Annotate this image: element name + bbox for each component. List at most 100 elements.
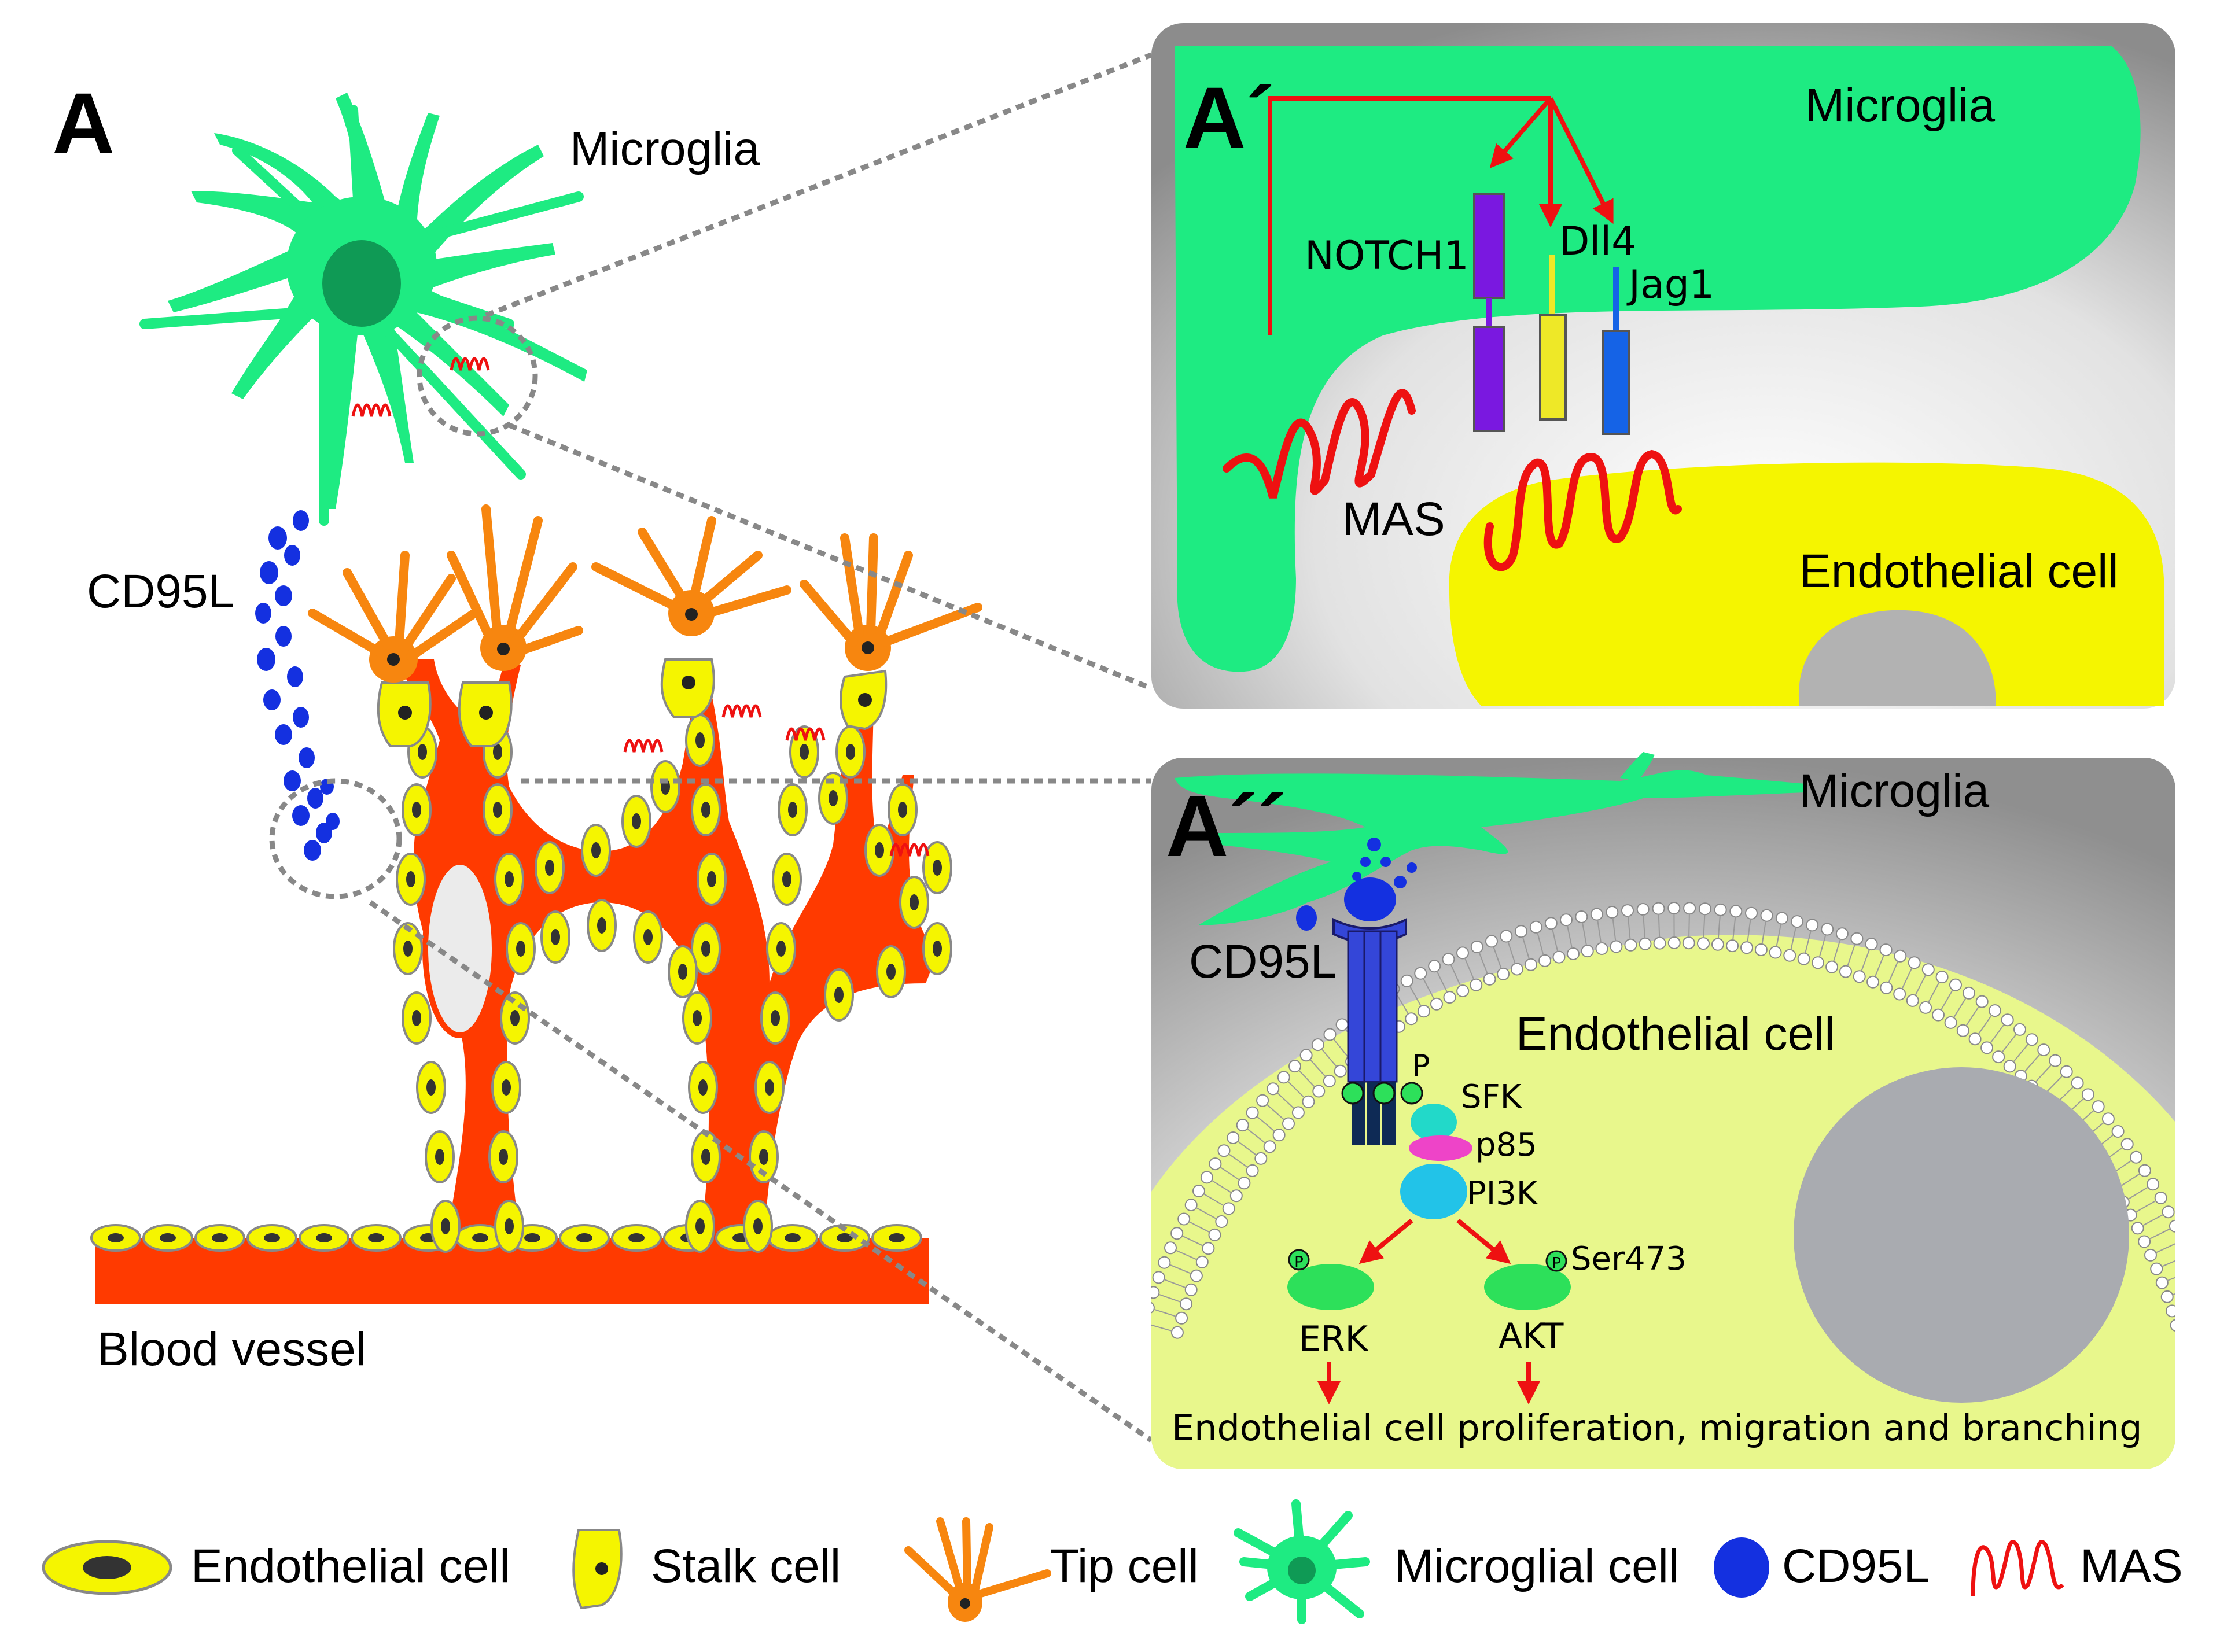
endothelial-nucleus: [701, 941, 710, 957]
lipid-tail: [1946, 989, 1953, 1001]
lipid-tail: [2182, 1321, 2193, 1324]
endothelial-nucleus: [753, 1218, 763, 1234]
lipid-tail: [2172, 1256, 2175, 1263]
lipid-tail: [1597, 920, 1600, 932]
lipid-head: [1667, 902, 1681, 915]
lipid-tail: [1984, 1015, 1993, 1026]
lipid-head: [1277, 1071, 1290, 1084]
lipid-tail: [1874, 965, 1880, 977]
mas-receptors-large: [1223, 389, 1682, 571]
lipid-head: [1217, 1144, 1231, 1157]
endothelial-nucleus: [499, 1149, 508, 1165]
lipid-tail: [2104, 1134, 2114, 1143]
lipid-head: [1184, 1283, 1198, 1296]
lipid-head: [2162, 1205, 2175, 1219]
lipid-tail: [1468, 968, 1475, 980]
lipid-head: [1894, 949, 1907, 963]
lipid-head: [1208, 1228, 1221, 1241]
microglia-cell: [139, 93, 587, 526]
endothelial-cells: [90, 714, 952, 1253]
lipid-tail: [2043, 1064, 2052, 1074]
lipid-head: [1839, 965, 1852, 978]
akt-label: AKT: [1499, 1316, 1564, 1356]
legend-item-mas: MAS: [1971, 1540, 2183, 1597]
lipid-head: [1151, 1301, 1155, 1314]
lipid-tail: [1186, 1254, 1198, 1260]
lipid-tail: [1169, 1264, 1181, 1270]
lipid-tail: [2155, 1247, 2167, 1253]
lipid-tail: [2053, 1075, 2063, 1085]
lipid-tail: [1836, 939, 1841, 951]
legend-item-cd95l: CD95L: [1714, 1537, 1930, 1598]
lipid-tail: [1265, 1123, 1275, 1132]
endothelial-nucleus: [846, 744, 855, 760]
endothelial-nucleus: [510, 1010, 520, 1026]
lipid-tail: [1865, 949, 1871, 961]
lipid-tail: [2178, 1272, 2189, 1276]
endothelial-nucleus: [524, 1233, 540, 1242]
lipid-head: [1229, 1189, 1243, 1203]
endothelial-nucleus: [707, 871, 716, 887]
endothelial-nucleus: [516, 941, 525, 957]
lipid-tail: [1158, 1293, 1170, 1299]
blood-vessel-label: Blood vessel: [97, 1323, 366, 1376]
lipid-head: [1400, 974, 1413, 987]
lipid-head: [1323, 1074, 1336, 1087]
phospho-p-label: P: [1412, 1049, 1430, 1083]
lipid-head: [2194, 1279, 2206, 1290]
lipid-head: [1202, 1242, 1215, 1255]
lipid-head: [1195, 1255, 1209, 1269]
lipid-head: [1754, 943, 1768, 956]
lipid-head: [1215, 1215, 1228, 1228]
panel-a-double-microglia-label: Microglia: [1799, 765, 1989, 817]
mas-icon: [1971, 1540, 2064, 1597]
endothelial-nucleus: [788, 802, 797, 818]
lipid-head: [1667, 936, 1681, 949]
lipid-head: [1581, 945, 1594, 958]
lipid-head: [1200, 1171, 1213, 1184]
lipid-head: [1653, 936, 1666, 950]
lipid-head: [1821, 923, 1834, 936]
lipid-head: [1254, 1152, 1268, 1165]
cd95-receptor: [1332, 917, 1423, 1145]
lipid-head: [1865, 938, 1878, 951]
legend: Endothelial cell Stalk cell Tip cell: [42, 1499, 2183, 1624]
endothelial-nucleus: [472, 1233, 488, 1242]
lipid-head: [2170, 1319, 2175, 1332]
panel-a-double-letter: A´´: [1166, 777, 1286, 875]
lipid-tail: [1221, 1186, 1232, 1193]
lipid-tail: [1540, 943, 1544, 956]
endothelial-nucleus: [493, 802, 502, 818]
lipid-head: [2049, 1054, 2062, 1067]
cd95l-dots: [255, 510, 340, 861]
lipid-tail: [2031, 1053, 2041, 1064]
lipid-tail: [1901, 978, 1908, 989]
lipid-tail: [1169, 1297, 1181, 1303]
endothelial-nucleus: [701, 1149, 710, 1165]
erk-kinase: P: [1287, 1249, 1374, 1310]
lipid-head: [1151, 1286, 1160, 1299]
dll4-ligand: [1539, 255, 1567, 421]
lipid-tail: [2112, 1147, 2123, 1155]
lipid-tail: [1188, 1221, 1200, 1228]
lipid-head: [1835, 927, 1849, 941]
lipid-head: [2182, 1249, 2194, 1261]
lipid-head: [1485, 935, 1498, 948]
lipid-tail: [1763, 921, 1766, 933]
legend-label-cd95l: CD95L: [1782, 1540, 1930, 1592]
lipid-tail: [2159, 1228, 2171, 1235]
lipid-tail: [2035, 1072, 2044, 1082]
lipid-head: [1806, 919, 1819, 932]
endothelial-nucleus: [829, 790, 838, 806]
lipid-head: [1524, 958, 1537, 971]
lipid-head: [1311, 1038, 1324, 1052]
lipid-tail: [1246, 1128, 1257, 1137]
lipid-head: [1729, 905, 1743, 918]
lipid-head: [1624, 938, 1637, 952]
lipid-tail: [1321, 1049, 1330, 1059]
lipid-head: [1975, 995, 1989, 1008]
mas-label: MAS: [1342, 493, 1445, 545]
endothelial-nucleus: [632, 813, 641, 829]
lipid-tail: [1861, 960, 1866, 972]
lipid-head: [1879, 943, 1893, 957]
